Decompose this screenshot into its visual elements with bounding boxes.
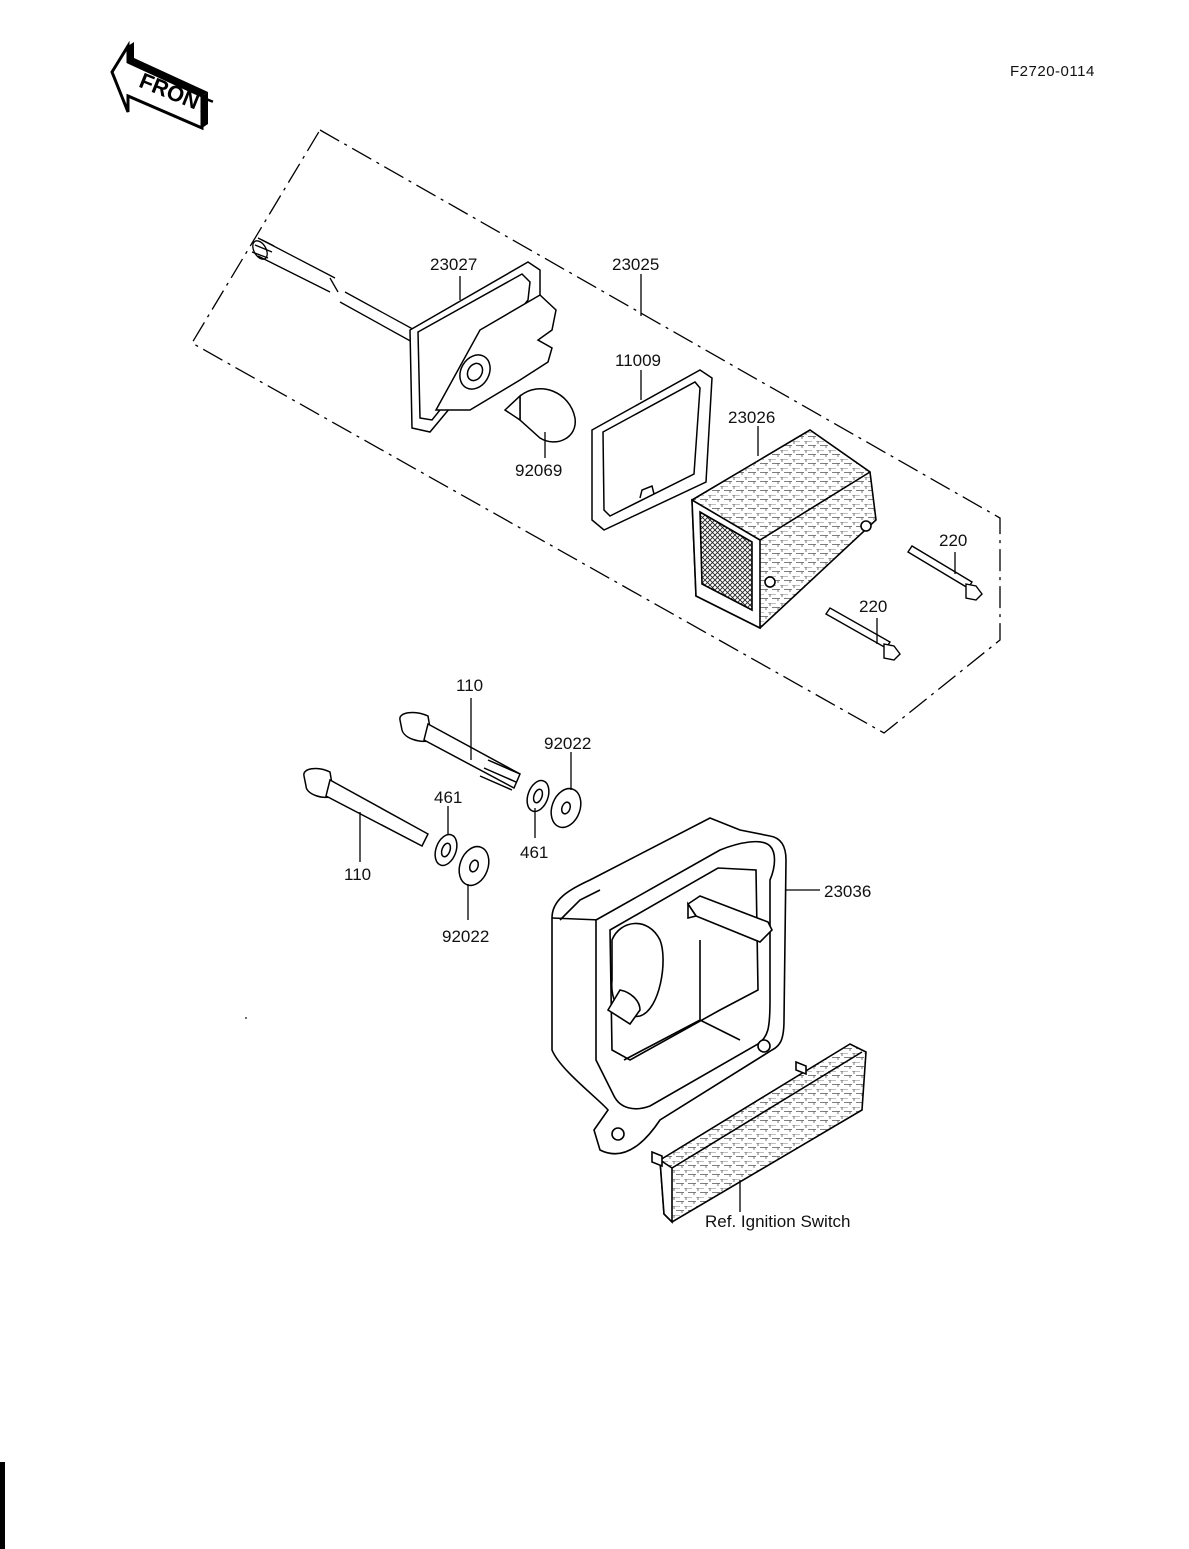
screw-220-lower	[825, 607, 901, 661]
lock-washer-461-upper	[526, 779, 550, 813]
callout-110-upper: 110	[456, 676, 484, 695]
callout-220-upper: 220	[939, 531, 968, 550]
bulb-92069	[503, 388, 576, 443]
callout-220-lower: 220	[859, 597, 888, 616]
callout-461-lower: 461	[520, 843, 549, 862]
callout-92022-lower: 92022	[442, 927, 490, 946]
washer-92022-upper	[550, 787, 582, 829]
scan-edge	[0, 1462, 5, 1549]
callout-23026: 23026	[728, 408, 776, 427]
bracket-23036	[551, 817, 787, 1155]
leader-lines	[359, 274, 956, 1212]
figure-code: F2720-0114	[1010, 63, 1095, 80]
lamp-base-23027	[409, 261, 557, 433]
wire-harness	[251, 237, 421, 344]
callout-23027: 23027	[430, 255, 478, 274]
callout-11009: 11009	[615, 351, 662, 370]
bolt-110-upper	[399, 711, 521, 791]
callout-92022-upper: 92022	[544, 734, 592, 753]
callout-92069: 92069	[515, 461, 563, 480]
callout-110-lower: 110	[344, 865, 372, 884]
gasket-11009	[591, 369, 713, 531]
bolt-110-lower	[303, 767, 429, 848]
washer-92022-lower	[458, 845, 490, 887]
callout-461-upper: 461	[434, 788, 463, 807]
callout-23036: 23036	[824, 882, 872, 901]
reflector	[651, 1043, 867, 1224]
ref-note: Ref. Ignition Switch	[705, 1212, 851, 1231]
callout-23025: 23025	[612, 255, 660, 274]
lock-washer-461-lower	[434, 833, 458, 867]
scan-dot	[245, 1017, 247, 1019]
assembly-boundary	[191, 129, 1001, 734]
front-arrow-icon: FRONT	[110, 40, 216, 131]
lens-23026	[691, 429, 877, 630]
screw-220-upper	[907, 545, 983, 601]
